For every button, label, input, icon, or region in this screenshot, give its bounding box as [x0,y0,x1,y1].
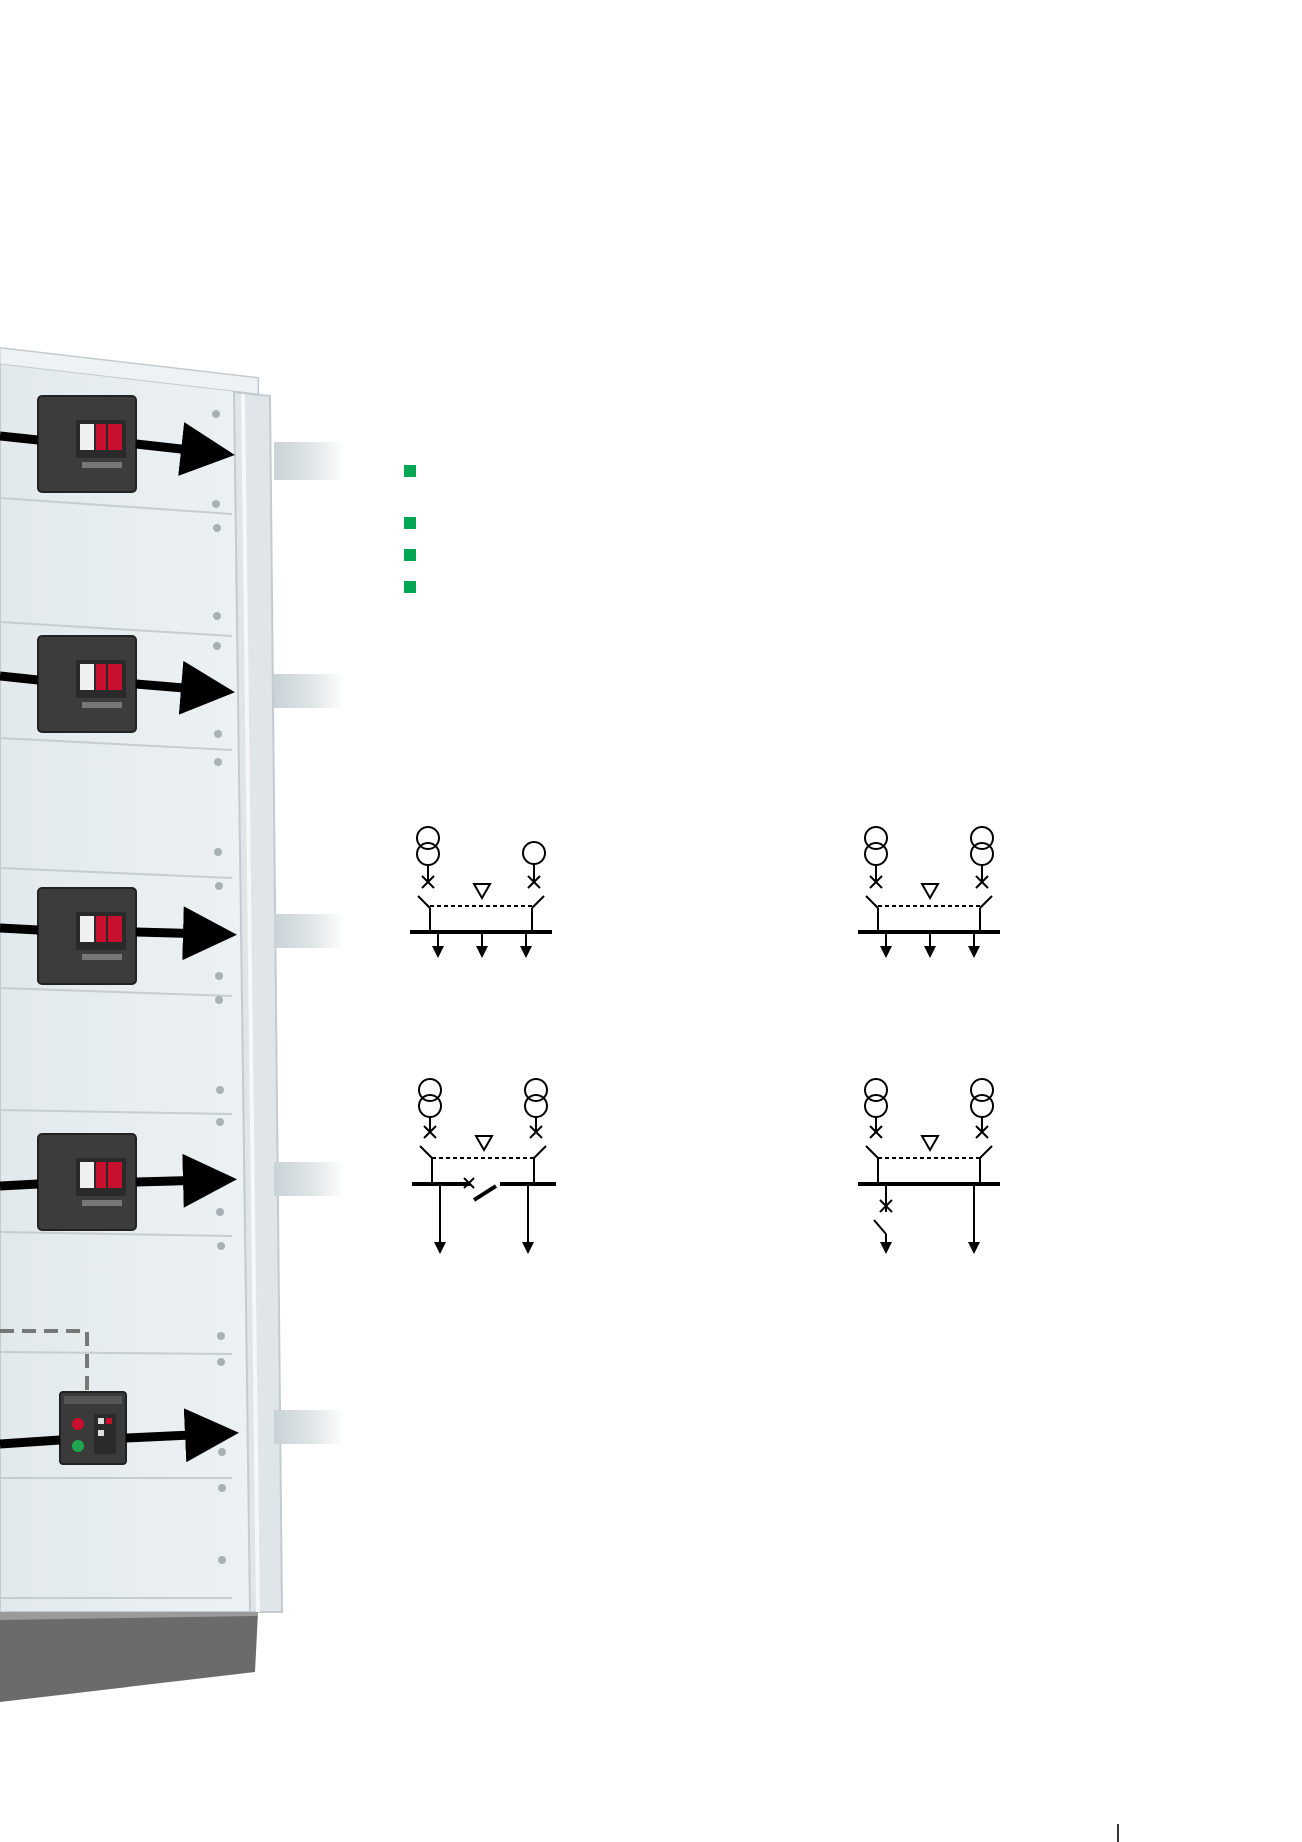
page-number-separator [1117,1824,1119,1842]
diagram-two-transformers-interlock [858,826,1000,958]
bullet-item-2 [404,517,416,529]
square-bullet-icon [404,517,416,529]
molded-case-breaker-2 [37,635,137,733]
molded-case-breaker-4 [37,1133,137,1231]
diagram-two-transformers-feeder-breaker [858,1078,1000,1254]
panel-seams [0,497,233,1599]
square-bullet-icon [404,465,416,477]
air-circuit-breaker [59,1391,127,1465]
square-bullet-icon [404,581,416,593]
label-tabs [274,442,344,1444]
switchboard-cabinet [0,346,284,1702]
diagram-two-transformers-generator [410,826,552,958]
molded-case-breaker-3 [37,887,137,985]
control-line-dashed [0,1329,89,1392]
diagram-two-transformers-bus-coupler [412,1078,556,1254]
bullet-item-4 [404,581,416,593]
panel-screws [212,410,226,1564]
molded-case-breaker-1 [37,395,137,493]
bullet-item-3 [404,549,416,561]
square-bullet-icon [404,549,416,561]
bullet-item-1 [404,465,416,477]
outgoing-arrows [0,422,239,1463]
